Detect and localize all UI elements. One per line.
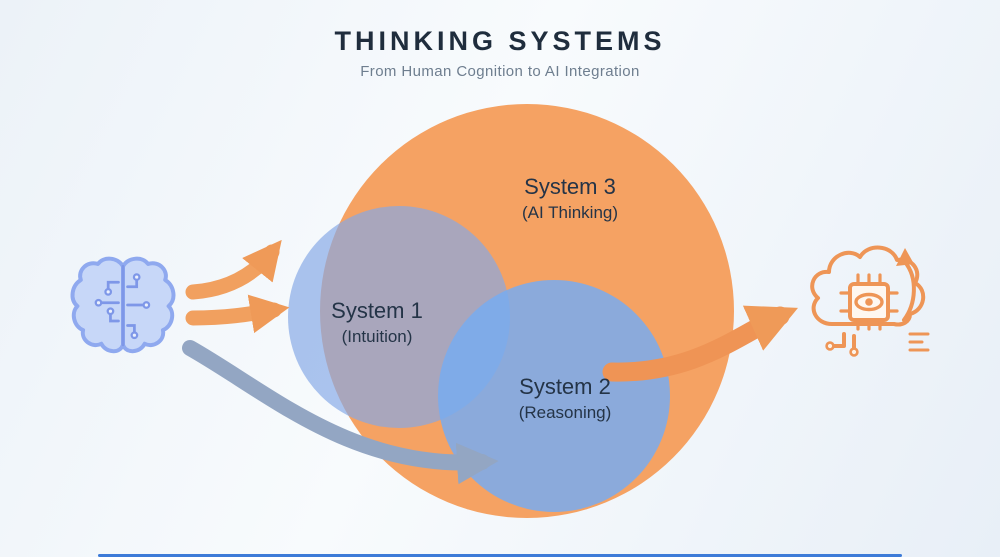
bottom-accent-line	[98, 554, 902, 557]
system3-sub: (AI Thinking)	[521, 202, 619, 222]
text-lines	[908, 332, 930, 352]
eye-icon	[854, 292, 884, 312]
page-subtitle: From Human Cognition to AI Integration	[360, 63, 640, 80]
brain-circuit-icon	[70, 256, 176, 354]
system3-label: System 3 (AI Thinking)	[450, 172, 690, 225]
system1-name: System 1	[331, 298, 423, 323]
system1-label: System 1 (Intuition)	[282, 296, 472, 349]
system1-sub: (Intuition)	[341, 326, 413, 346]
system3-name: System 3	[524, 174, 616, 199]
arrow-brain-top	[185, 239, 282, 300]
system2-name: System 2	[519, 374, 611, 399]
arrow-brain-middle	[185, 294, 290, 334]
system2-label: System 2 (Reasoning)	[460, 372, 670, 425]
ai-cloud-chip-eye-icon	[810, 245, 930, 357]
page-title: THINKING SYSTEMS	[334, 26, 666, 56]
system2-sub: (Reasoning)	[518, 402, 612, 422]
up-arrowhead	[896, 248, 914, 266]
